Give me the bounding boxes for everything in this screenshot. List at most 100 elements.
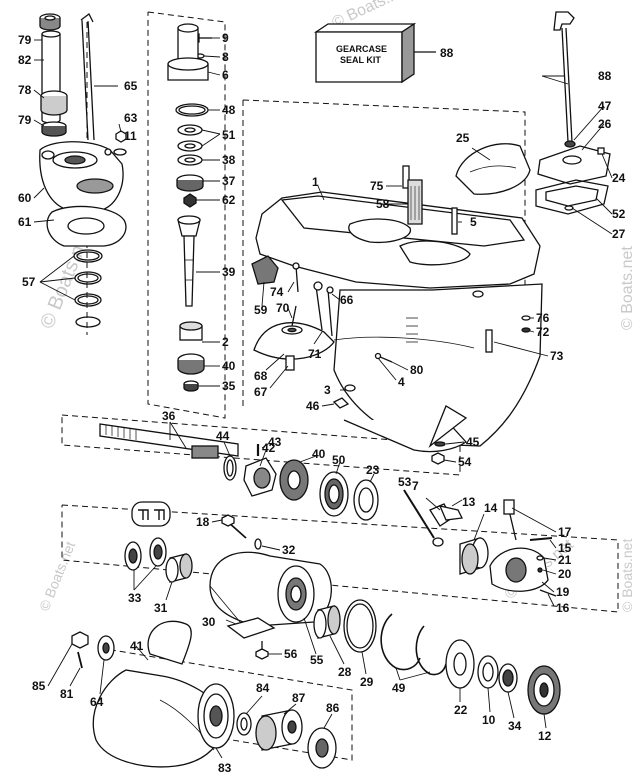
callout-label: 59 — [254, 303, 268, 317]
callout-label: 40 — [312, 447, 326, 461]
callout-label: 23 — [366, 463, 380, 477]
callout-label: 43 — [268, 435, 282, 449]
callout-label: 61 — [18, 215, 32, 229]
prop-shaft-row — [99, 423, 379, 521]
callout-label: 46 — [306, 399, 320, 413]
callout-label: 27 — [612, 227, 626, 241]
callout-label: 9 — [222, 31, 229, 45]
callout-label: 74 — [270, 285, 284, 299]
water-pump-group — [39, 13, 127, 328]
callout-label: 49 — [392, 681, 406, 695]
callout-label: 15 — [558, 541, 572, 555]
callout-label: 4 — [398, 375, 405, 389]
callout-label: 26 — [598, 117, 612, 131]
callout-label: 52 — [612, 207, 626, 221]
callout-label: 70 — [276, 301, 290, 315]
callout-label: 31 — [154, 601, 168, 615]
callout-label: 10 — [482, 713, 496, 727]
callout-label: 47 — [598, 99, 612, 113]
side-screws — [332, 315, 531, 465]
propeller-group — [71, 620, 337, 769]
callout-label: 82 — [18, 53, 32, 67]
callout-label: 30 — [202, 615, 216, 629]
callout-label: 76 — [536, 311, 550, 325]
callout-label: 64 — [90, 695, 104, 709]
callout-label: 75 — [370, 179, 384, 193]
pinion-shaft-group — [167, 23, 212, 392]
seal-kit-label-line2: SEAL KIT — [340, 55, 381, 65]
callout-label: 1 — [312, 175, 319, 189]
callout-label: 57 — [22, 275, 36, 289]
callout-label: 66 — [340, 293, 354, 307]
callout-label: 38 — [222, 153, 236, 167]
shift-lever-group — [403, 489, 557, 597]
callout-label: 33 — [128, 591, 142, 605]
callout-label: 45 — [466, 435, 480, 449]
callout-label: 21 — [558, 553, 572, 567]
callout-label: 17 — [558, 525, 572, 539]
callout-label: 11 — [124, 129, 137, 143]
bearing-carrier-row — [124, 501, 561, 715]
callout-label: 42 — [262, 441, 276, 455]
callout-label: 35 — [222, 379, 236, 393]
callout-label: 29 — [360, 675, 374, 689]
callout-label: 78 — [18, 83, 32, 97]
callout-label: 41 — [130, 639, 144, 653]
callout-label: 80 — [410, 363, 424, 377]
housing-top-parts — [402, 165, 458, 235]
callout-label: 8 — [222, 50, 229, 64]
callout-label: 79 — [18, 33, 32, 47]
shift-rod-group — [535, 11, 611, 215]
callout-label: 63 — [124, 111, 138, 125]
callout-label: 6 — [222, 68, 229, 82]
callout-label: 40 — [222, 359, 236, 373]
callout-label: 60 — [18, 191, 32, 205]
callout-label: 13 — [462, 495, 476, 509]
callout-label: 73 — [550, 349, 564, 363]
trim-tab-group — [251, 255, 335, 371]
callout-label: 5 — [470, 215, 477, 229]
callout-label: 48 — [222, 103, 236, 117]
callout-label: 54 — [458, 455, 472, 469]
seal-kit-label-line1: GEARCASE — [336, 44, 387, 54]
callout-label: 56 — [284, 647, 298, 661]
callout-label: 18 — [196, 515, 210, 529]
callout-label: 2 — [222, 335, 229, 349]
callout-label: 71 — [308, 347, 322, 361]
callout-label: 34 — [508, 719, 522, 733]
watermark-right: © Boats.net — [619, 246, 636, 330]
callout-label: 7 — [412, 479, 419, 493]
callout-label: 37 — [222, 174, 236, 188]
dashed-group-lines — [61, 11, 619, 761]
callout-label: 14 — [484, 501, 498, 515]
callout-labels: 79 82 78 79 60 61 57 65 63 11 9 8 6 48 5… — [18, 31, 626, 775]
callout-label: 62 — [222, 193, 236, 207]
callout-label: 25 — [456, 131, 470, 145]
callout-label: 20 — [558, 567, 572, 581]
callout-label: 16 — [556, 601, 570, 615]
callout-label: 50 — [332, 453, 346, 467]
callout-label: 79 — [18, 113, 32, 127]
callout-label: 53 — [398, 475, 412, 489]
callout-label: 36 — [162, 409, 176, 423]
callout-label: 55 — [310, 653, 324, 667]
leader-lines — [33, 37, 613, 759]
callout-label: 58 — [376, 197, 390, 211]
callout-label: 68 — [254, 369, 268, 383]
callout-label: 39 — [222, 265, 236, 279]
callout-label: 24 — [612, 171, 626, 185]
callout-label: 12 — [538, 729, 552, 743]
callout-label: 67 — [254, 385, 268, 399]
anode-cover — [455, 143, 531, 195]
callout-label: 19 — [556, 585, 570, 599]
callout-label: 85 — [32, 679, 46, 693]
gearcase-housing — [255, 191, 543, 453]
callout-label: 51 — [222, 128, 236, 142]
callout-label: 84 — [256, 681, 270, 695]
callout-label: 72 — [536, 325, 550, 339]
callout-label: 87 — [292, 691, 306, 705]
callout-label: 32 — [282, 543, 296, 557]
callout-label: 86 — [326, 701, 340, 715]
